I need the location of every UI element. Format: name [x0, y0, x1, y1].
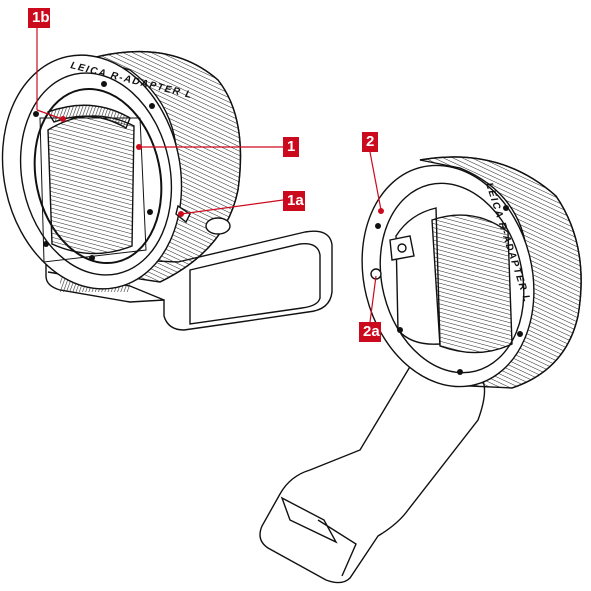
- right-throat: [431, 214, 513, 354]
- leader-1b-tip: [36, 109, 63, 120]
- leader-2a: [369, 275, 377, 323]
- left-adapter: [1, 50, 333, 331]
- left-release-button: [205, 217, 231, 235]
- right-index-dot: [378, 208, 384, 214]
- callout-lines: [36, 28, 382, 323]
- callout-2: 2: [362, 132, 378, 152]
- right-mount-screws: [375, 205, 523, 375]
- left-mount-screws: [33, 81, 155, 261]
- leader-2: [369, 151, 382, 211]
- left-throat: [47, 115, 135, 255]
- callout-1b: 1b: [28, 8, 50, 28]
- right-adapter: [259, 156, 582, 584]
- left-contacts-dot: [60, 116, 66, 122]
- leader-1a: [180, 199, 284, 215]
- callout-1: 1: [283, 137, 299, 157]
- callout-2a: 2a: [359, 322, 381, 342]
- left-tripod-foot: [45, 230, 333, 331]
- callout-1a: 1a: [283, 191, 305, 211]
